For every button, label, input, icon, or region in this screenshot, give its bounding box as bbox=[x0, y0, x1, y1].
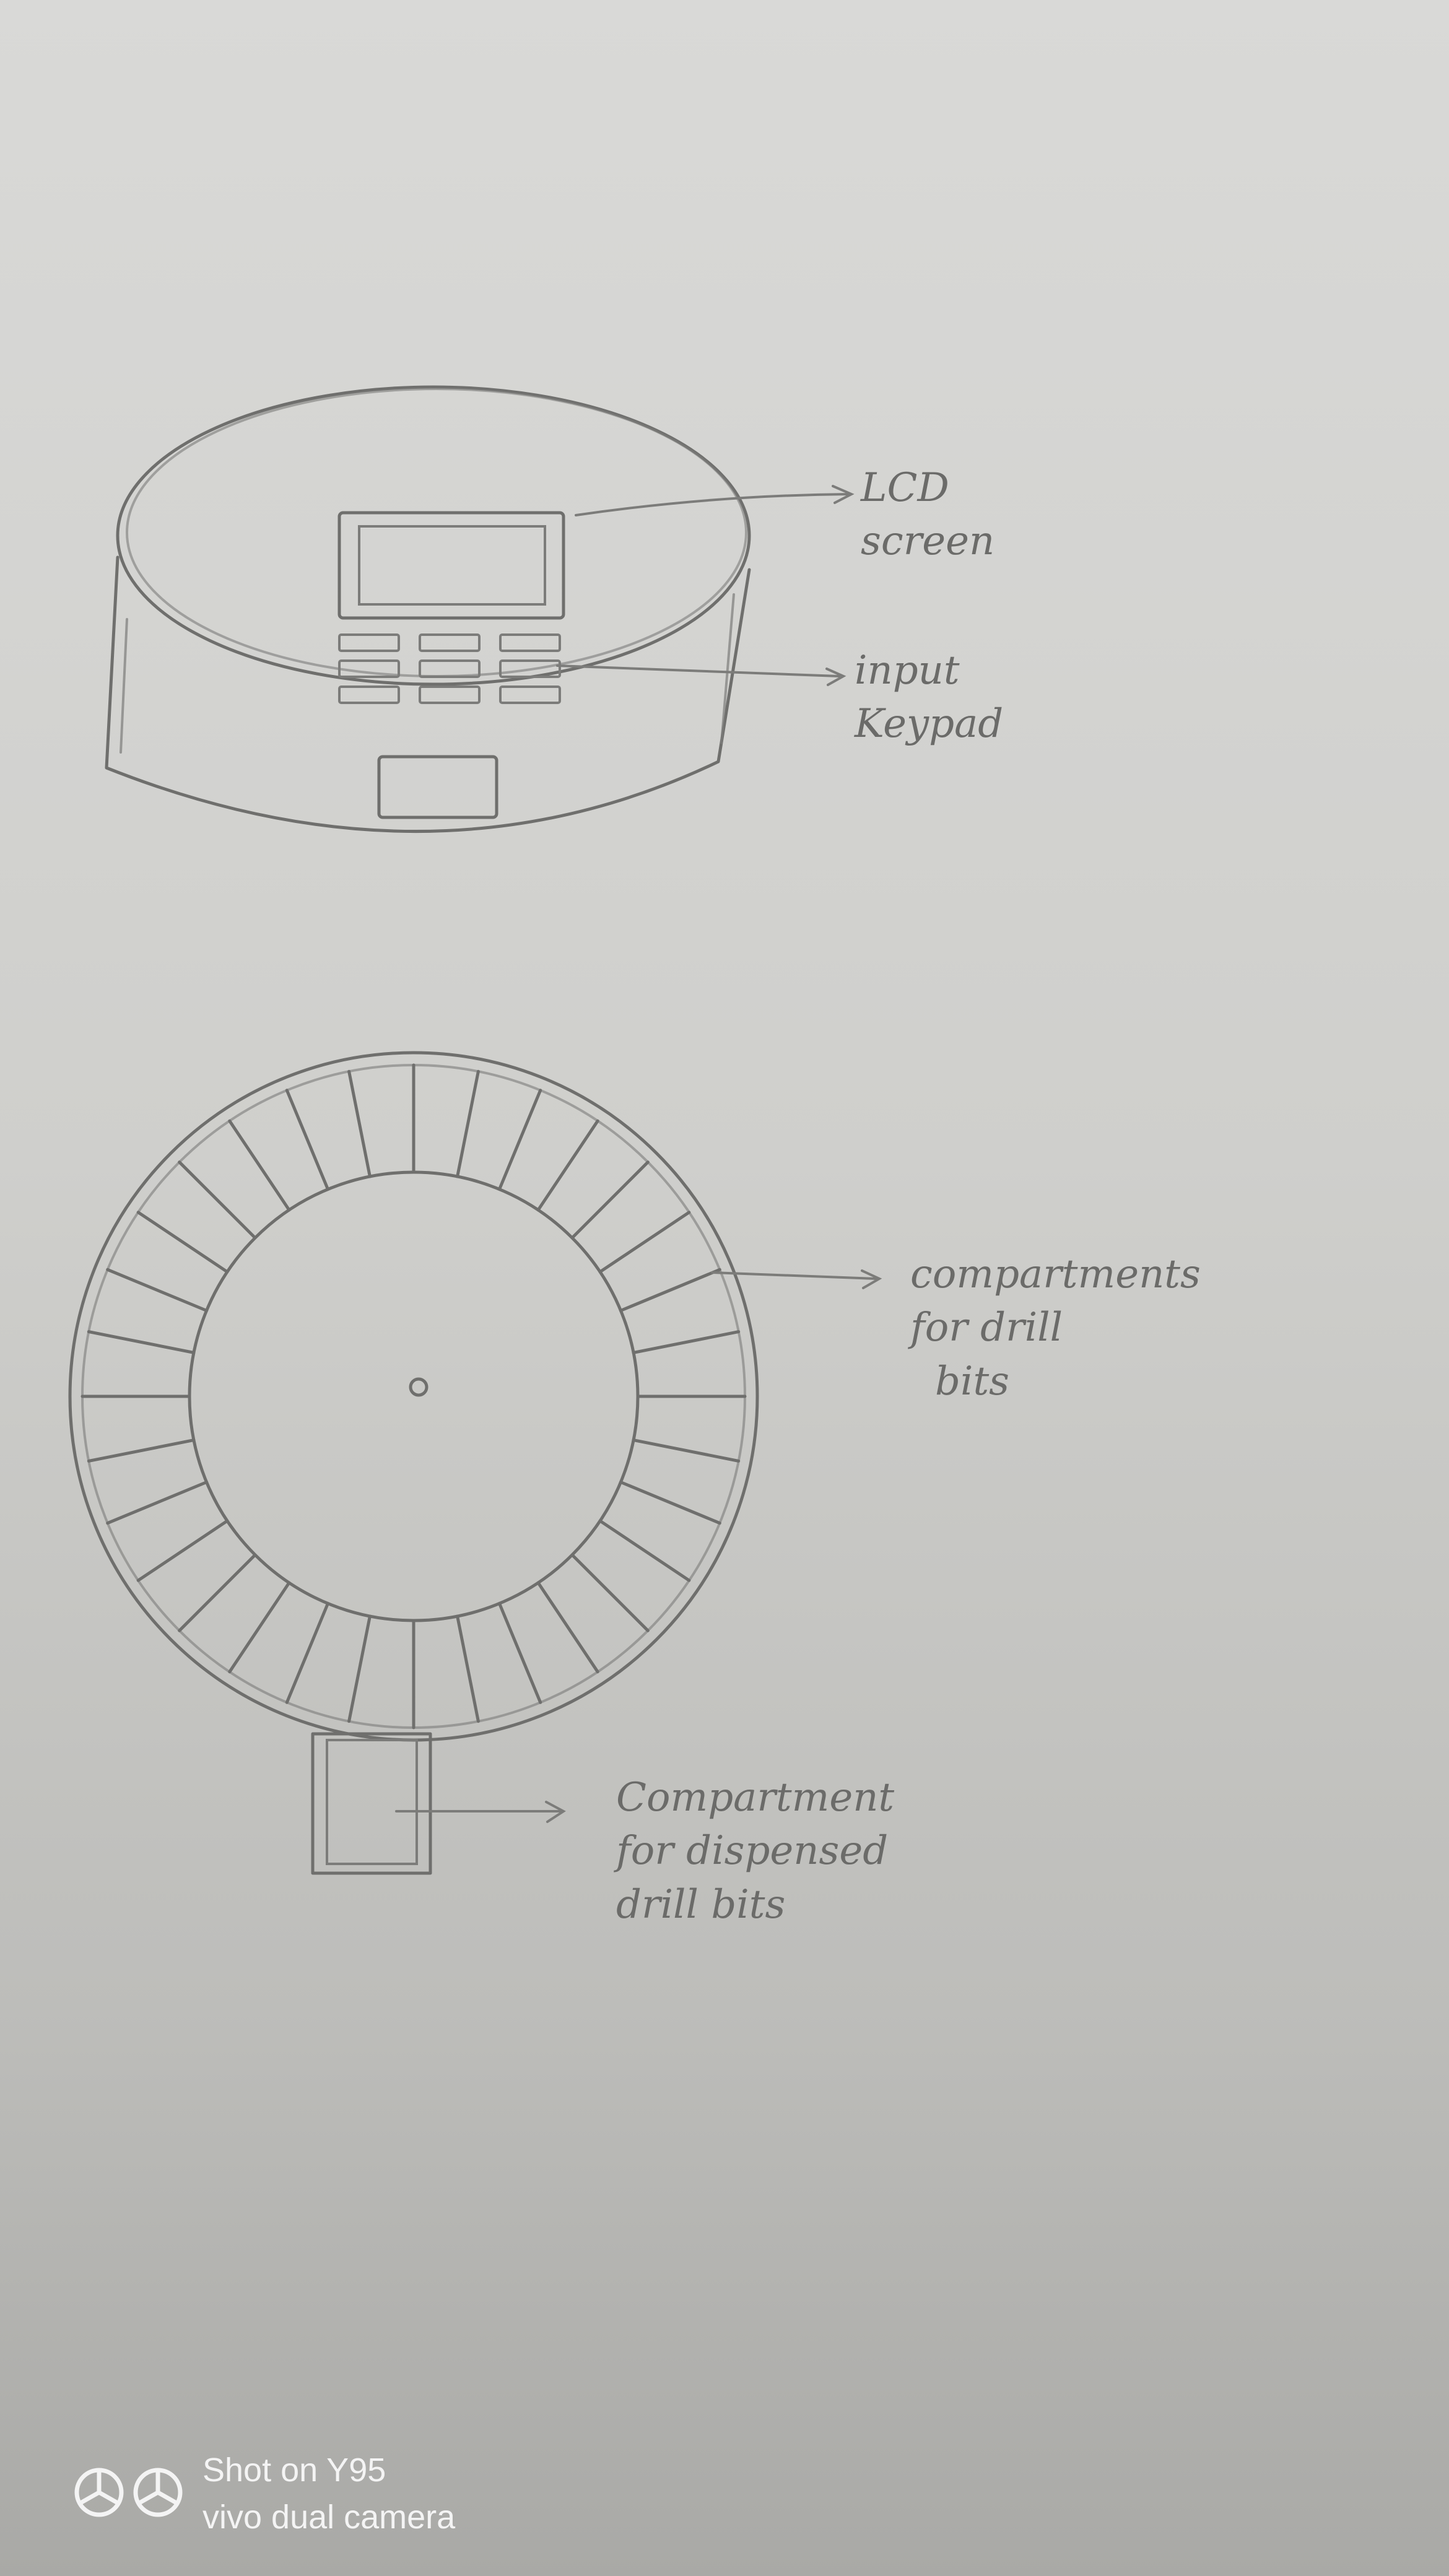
compartment-divider bbox=[108, 1269, 207, 1310]
label-input-keypad: input Keypad bbox=[855, 644, 1003, 751]
compartment-divider bbox=[138, 1212, 227, 1272]
compartment-divider bbox=[230, 1583, 289, 1672]
compartment-divider bbox=[538, 1583, 598, 1672]
compartment-divider bbox=[620, 1482, 720, 1523]
dispense-slot bbox=[379, 757, 497, 817]
compartment-divider bbox=[108, 1482, 207, 1523]
arrow-dispensed-compartment bbox=[396, 1802, 564, 1822]
keypad-key bbox=[500, 687, 560, 703]
carousel-inner-disc bbox=[189, 1172, 638, 1621]
device-body-side bbox=[107, 557, 749, 832]
vivo-camera-logo-icon bbox=[71, 2465, 189, 2520]
keypad-key bbox=[339, 687, 399, 703]
lcd-screen bbox=[339, 513, 564, 618]
keypad-key bbox=[339, 635, 399, 651]
compartment-dividers bbox=[82, 1065, 745, 1728]
dispenser-device-sketch bbox=[107, 387, 749, 832]
compartment-divider bbox=[89, 1440, 194, 1461]
label-dispensed-drill-bits-compartment: Compartment for dispensed drill bits bbox=[616, 1771, 894, 1931]
compartment-divider bbox=[458, 1616, 479, 1721]
keypad-key bbox=[500, 635, 560, 651]
compartment-divider bbox=[500, 1603, 541, 1702]
compartment-divider bbox=[572, 1162, 648, 1238]
compartment-divider bbox=[500, 1090, 541, 1190]
compartment-divider bbox=[287, 1603, 328, 1702]
compartment-divider bbox=[138, 1521, 227, 1580]
camera-watermark: Shot on Y95 vivo dual camera bbox=[71, 2451, 567, 2544]
arrow-input-keypad bbox=[557, 666, 843, 685]
compartment-divider bbox=[600, 1212, 689, 1272]
watermark-line-1: Shot on Y95 bbox=[202, 2451, 386, 2489]
compartment-divider bbox=[349, 1071, 370, 1177]
compartment-divider bbox=[600, 1521, 689, 1580]
dispensed-bits-compartment bbox=[313, 1734, 430, 1873]
compartment-divider bbox=[620, 1269, 720, 1310]
compartment-divider bbox=[633, 1332, 739, 1353]
arrow-lcd-screen bbox=[576, 486, 851, 515]
compartment-divider bbox=[349, 1616, 370, 1721]
device-lid-outline-second-stroke bbox=[127, 389, 746, 676]
label-lcd-screen: LCD screen bbox=[861, 461, 994, 568]
compartment-divider bbox=[458, 1071, 479, 1177]
compartment-divider bbox=[572, 1555, 648, 1630]
compartment-divider bbox=[287, 1090, 328, 1190]
label-compartments-for-drill-bits: compartments for drill bits bbox=[910, 1248, 1201, 1408]
compartment-divider bbox=[633, 1440, 739, 1461]
compartment-divider bbox=[180, 1555, 255, 1630]
keypad-key bbox=[420, 687, 479, 703]
compartment-divider bbox=[230, 1121, 289, 1210]
carousel-center-hole bbox=[411, 1379, 427, 1395]
watermark-line-2: vivo dual camera bbox=[202, 2498, 455, 2536]
compartment-divider bbox=[89, 1332, 194, 1353]
compartment-divider bbox=[180, 1162, 255, 1238]
drill-bit-carousel-sketch bbox=[70, 1053, 757, 1873]
keypad-key bbox=[420, 635, 479, 651]
compartment-divider bbox=[538, 1121, 598, 1210]
